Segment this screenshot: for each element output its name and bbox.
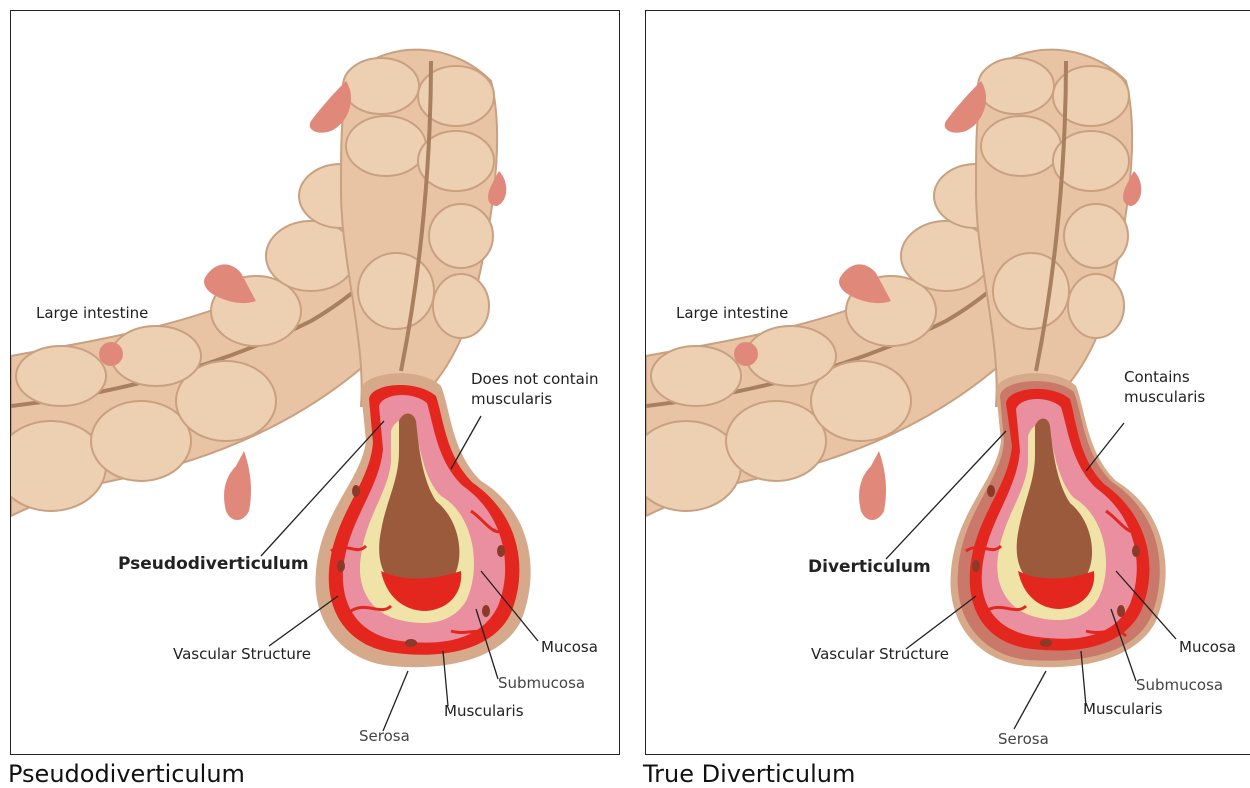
submucosa-label: Submucosa: [1136, 675, 1223, 695]
serosa-label: Serosa: [998, 729, 1049, 749]
true-diverticulum-panel: Large intestine Contains muscularis Dive…: [645, 10, 1250, 755]
diverticulum-pouch: [950, 373, 1165, 667]
panel-caption: Pseudodiverticulum: [8, 760, 245, 788]
vascular-structure-label: Vascular Structure: [811, 644, 949, 664]
mucosa-label: Mucosa: [541, 637, 598, 657]
large-intestine-label: Large intestine: [676, 303, 788, 323]
large-intestine-label: Large intestine: [36, 303, 148, 323]
muscularis-label: Muscularis: [1083, 699, 1163, 719]
muscularis-label: Muscularis: [444, 701, 524, 721]
mucosa-label: Mucosa: [1179, 637, 1236, 657]
panel-caption: True Diverticulum: [643, 760, 855, 788]
pseudodiverticulum-panel: Large intestine Does not contain muscula…: [10, 10, 620, 755]
submucosa-label: Submucosa: [498, 673, 585, 693]
muscularis-note-label: Does not contain muscularis: [471, 369, 599, 409]
serosa-label: Serosa: [359, 726, 410, 746]
muscularis-note-label: Contains muscularis: [1124, 367, 1205, 407]
diverticulum-type-label: Pseudodiverticulum: [118, 554, 309, 574]
diverticulum-pouch: [315, 373, 530, 667]
diverticulum-type-label: Diverticulum: [808, 557, 931, 577]
vascular-structure-label: Vascular Structure: [173, 644, 311, 664]
